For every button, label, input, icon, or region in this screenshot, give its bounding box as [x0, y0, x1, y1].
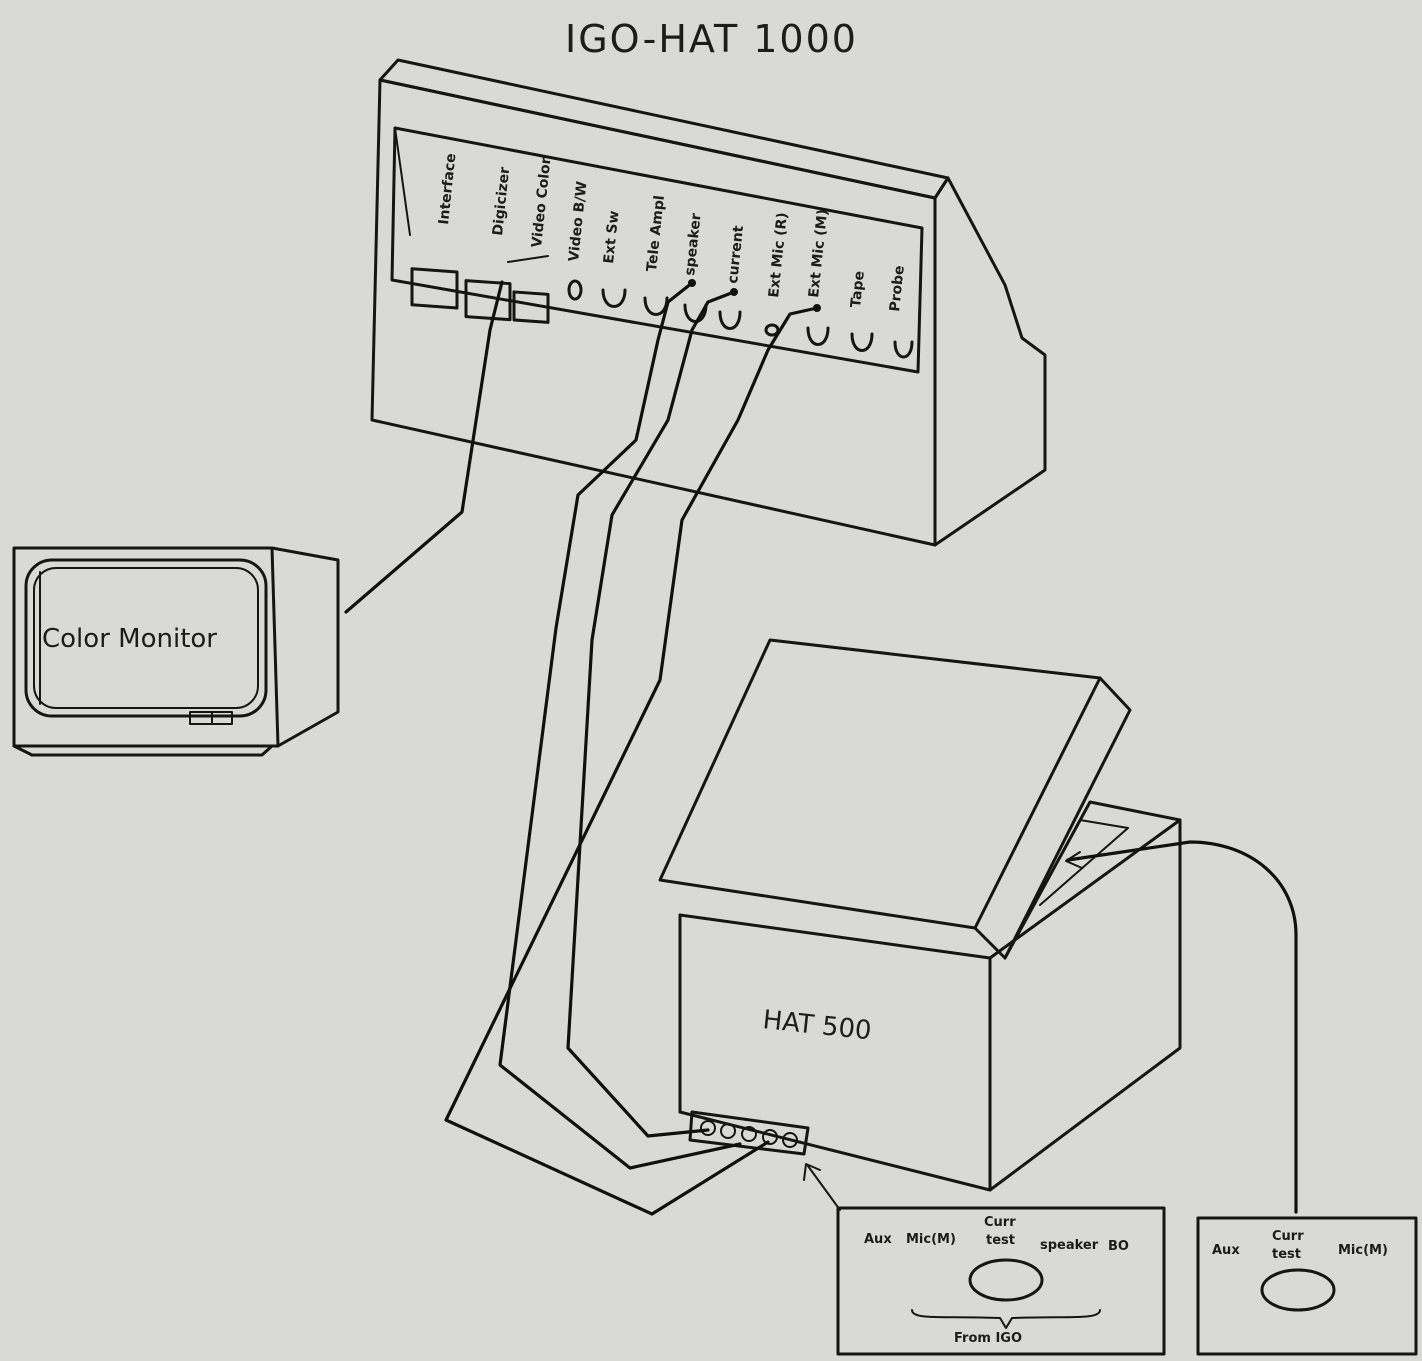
panel-left-bo: BO: [1108, 1239, 1129, 1254]
diagram-title: IGO-HAT 1000: [565, 17, 858, 61]
port-label-probe: Probe: [887, 265, 908, 313]
panel-right-aux: Aux: [1212, 1243, 1240, 1258]
cable-speaker: [498, 281, 742, 1170]
panel-left-test: test: [986, 1233, 1015, 1248]
hat-500-label: HAT 500: [761, 1005, 873, 1046]
panel-left: Aux Mic(M) Curr test speaker BO From IGO: [836, 1206, 1166, 1356]
port-label-speaker: speaker: [682, 212, 704, 276]
panel-left-aux: Aux: [864, 1232, 892, 1247]
cable-test-to-hat: [1066, 840, 1298, 1214]
port-label-video-color: Video Color: [529, 157, 554, 249]
color-monitor: Color Monitor: [12, 546, 340, 757]
panel-left-jack: [968, 1258, 1044, 1302]
port-label-current: current: [725, 225, 747, 285]
cable-current: [566, 290, 736, 1138]
hat-500-unit: HAT 500: [658, 638, 1182, 1192]
cable-video-to-monitor: [344, 280, 504, 614]
port-label-digicizer: Digicizer: [490, 166, 513, 236]
port-label-video-bw: Video B/W: [566, 181, 590, 263]
port-label-ext-mic-r: Ext Mic (R): [766, 212, 791, 299]
cables: [344, 280, 1298, 1216]
panel-right-curr: Curr: [1272, 1229, 1304, 1244]
panel-right-test: test: [1272, 1247, 1301, 1262]
panel-right: Aux Curr test Mic(M): [1196, 1216, 1418, 1356]
port-label-ext-mic-m: Ext Mic (M): [806, 208, 831, 298]
panel-left-speaker: speaker: [1040, 1238, 1099, 1253]
panel-left-mic-m: Mic(M): [906, 1232, 956, 1247]
port-label-interface: Interface: [436, 153, 459, 226]
igo-console: [370, 58, 1047, 547]
port-label-tele-ampl: Tele Ampl: [644, 195, 668, 273]
panel-right-mic-m: Mic(M): [1338, 1243, 1388, 1258]
panel-left-brace: [911, 1309, 1101, 1329]
panel-left-curr: Curr: [984, 1215, 1016, 1230]
port-label-tape: Tape: [848, 270, 868, 308]
monitor-label: Color Monitor: [42, 624, 217, 654]
cable-ext-mic: [444, 306, 819, 1216]
port-label-ext-sw: Ext Sw: [601, 210, 622, 265]
panel-left-caption: From IGO: [954, 1331, 1022, 1346]
panel-right-jack: [1260, 1268, 1336, 1312]
arrow-to-connector: [807, 1165, 841, 1211]
